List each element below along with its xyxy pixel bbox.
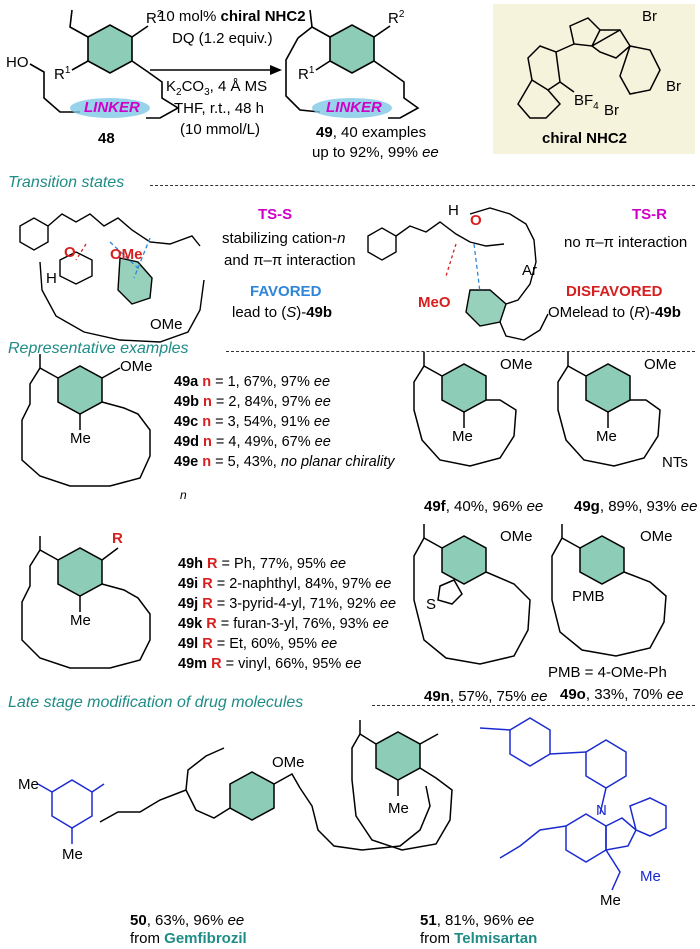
ex-h-r: R [112, 530, 123, 547]
example-row: 49l R = Et, 60%, 95% ee [178, 636, 338, 652]
ex-o-pmb-def: PMB = 4-OMe-Ph [548, 664, 667, 681]
ex-g-me: Me [596, 428, 617, 445]
ts-r-ar: Ar [522, 262, 537, 279]
example-row: 49j R = 3-pyrid-4-yl, 71%, 92% ee [178, 596, 397, 612]
ts-s-line1: stabilizing cation-n [222, 230, 346, 247]
example-row: 49k R = furan-3-yl, 76%, 93% ee [178, 616, 389, 632]
ex-n-caption: 49n, 57%, 75% ee [424, 688, 548, 705]
d51-me-2: Me [640, 868, 661, 885]
section-transition-states: Transition states [8, 174, 125, 191]
ts-r-ome: OMe [548, 304, 581, 321]
ex-o-ome: OMe [640, 528, 673, 545]
d51-me-1: Me [388, 800, 409, 817]
d51-n-1: N [596, 802, 607, 819]
example-row: 49i R = 2-naphthyl, 84%, 97% ee [178, 576, 392, 592]
examples-a-list: 49a n = 1, 67%, 97% ee 49b n = 2, 84%, 9… [174, 374, 394, 471]
prod-yield: up to 92%, 99% ee [312, 144, 439, 161]
examples-h-list: 49h R = Ph, 77%, 95% ee 49i R = 2-naphth… [178, 556, 396, 673]
ts-r-o: O [470, 212, 482, 229]
example-row: 49m R = vinyl, 66%, 95% ee [178, 656, 362, 672]
sm-r2: R2 [146, 9, 163, 27]
divider-rep [226, 351, 695, 352]
ex-a-n: n [180, 488, 187, 502]
ts-s-name: TS-S [258, 206, 293, 223]
ts-s-ome: OMe [110, 246, 143, 263]
ex-f-caption: 49f, 40%, 96% ee [424, 498, 544, 515]
d50-from: from Gemfibrozil [130, 930, 247, 947]
d50-me-2: Me [62, 846, 83, 863]
ex-n-ome: OMe [500, 528, 533, 545]
ts-r-line1: no π–π interaction [564, 234, 688, 251]
ts-r-lead: lead to (R)-49b [580, 304, 681, 321]
example-row: 49d n = 4, 49%, 67% ee [174, 434, 331, 450]
ts-s-ome-2: OMe [150, 316, 183, 333]
cat-br-1: Br [642, 8, 657, 25]
ts-r-h: H [448, 202, 459, 219]
cat-br-2: Br [666, 78, 681, 95]
prod-linker: LINKER [326, 99, 382, 116]
ex-o-caption: 49o, 33%, 70% ee [560, 686, 684, 703]
ex-g-caption: 49g, 89%, 93% ee [574, 498, 698, 515]
ts-r-disfavored: DISFAVORED [566, 283, 663, 300]
example-row: 49b n = 2, 84%, 97% ee [174, 394, 331, 410]
d51-me-3: Me [600, 892, 621, 909]
example-row: 49h R = Ph, 77%, 95% ee [178, 556, 347, 572]
cond-line-1: 10 mol% chiral NHC2 [158, 8, 306, 25]
ex-o-pmb: PMB [572, 588, 605, 605]
ts-s-favored: FAVORED [250, 283, 322, 300]
ex-f-me: Me [452, 428, 473, 445]
cat-br-3: Br [604, 102, 619, 119]
cond-line-4: THF, r.t., 48 h [174, 100, 265, 117]
ex-f-ome: OMe [500, 356, 533, 373]
sm-ho: HO [6, 54, 29, 71]
sm-label: 48 [98, 130, 115, 147]
cat-bf4: BF4 [574, 92, 599, 112]
ex-g-ome: OMe [644, 356, 677, 373]
section-late-stage: Late stage modification of drug molecule… [8, 694, 304, 711]
example-row: 49c n = 3, 54%, 91% ee [174, 414, 331, 430]
ex-a-me: Me [70, 430, 91, 447]
cond-line-3: K2CO3, 4 Å MS [166, 78, 268, 98]
prod-label: 49, 40 examples [316, 124, 427, 141]
ts-r-meo: MeO [418, 294, 451, 311]
cat-label: chiral NHC2 [542, 130, 628, 147]
ex-n-s: S [426, 596, 437, 613]
d50-ome: OMe [272, 754, 305, 771]
d50-me-1: Me [18, 776, 39, 793]
ts-r-name: TS-R [632, 206, 667, 223]
sm-r1: R1 [54, 65, 71, 83]
d50-caption: 50, 63%, 96% ee [130, 912, 245, 929]
ts-s-line2: and π–π interaction [224, 252, 356, 269]
section-representative-examples: Representative examples [8, 340, 189, 357]
d51-from: from Telmisartan [420, 930, 538, 947]
sm-linker: LINKER [84, 99, 140, 116]
ex-a-ome: OMe [120, 358, 153, 375]
ex-h-me: Me [70, 612, 91, 629]
ex-g-nts: NTs [662, 454, 688, 471]
divider-ts [150, 185, 695, 186]
prod-r2: R2 [388, 9, 405, 27]
cond-line-5: (10 mmol/L) [180, 121, 261, 138]
d51-caption: 51, 81%, 96% ee [420, 912, 535, 929]
divider-late [372, 705, 695, 706]
example-row: 49a n = 1, 67%, 97% ee [174, 374, 331, 390]
prod-r1: R1 [298, 65, 315, 83]
example-row: 49e n = 5, 43%, no planar chirality [174, 454, 395, 470]
ts-s-lead: lead to (S)-49b [232, 304, 333, 321]
ts-s-h: H [46, 270, 57, 287]
ts-s-o: O [64, 244, 76, 261]
cond-line-2: DQ (1.2 equiv.) [172, 30, 273, 47]
